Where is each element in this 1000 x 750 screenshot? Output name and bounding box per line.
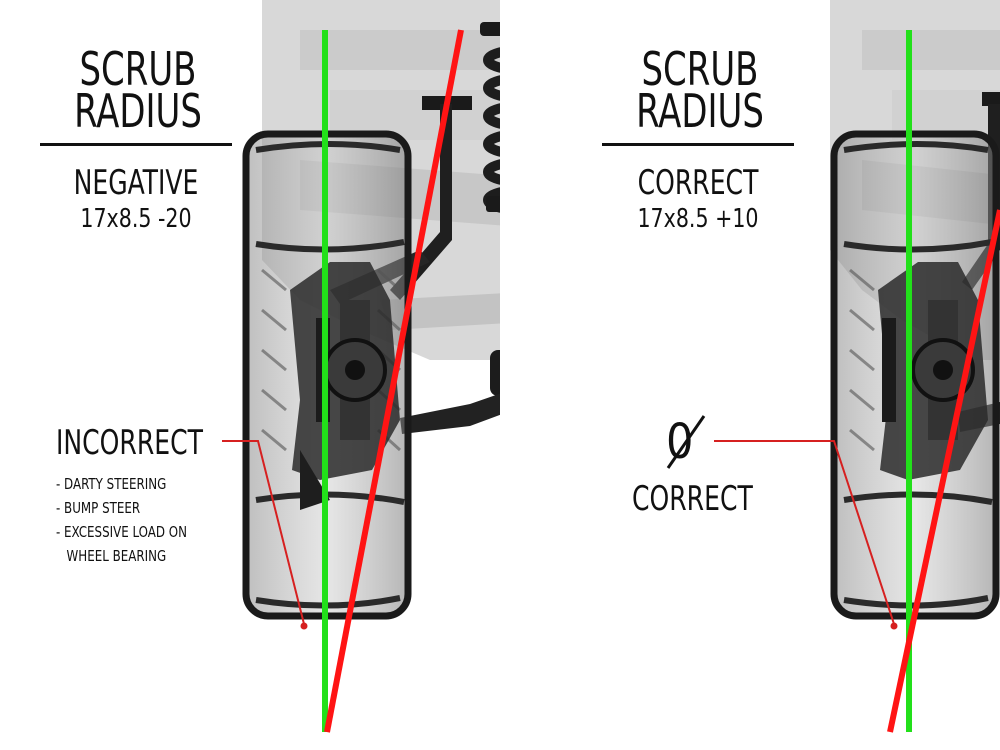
zero-scrub-symbol: 0	[666, 418, 726, 466]
right-suspension-illustration	[714, 0, 1000, 733]
steering-axis-line	[324, 29, 464, 733]
left-title-line1: SCRUB	[79, 42, 197, 96]
callout-leader-line	[714, 440, 895, 625]
left-title-line2: RADIUS	[74, 84, 202, 138]
effect-item: - BUMP STEER	[56, 499, 141, 517]
zero-digit: 0	[666, 414, 694, 470]
effect-item: WHEEL BEARING	[66, 547, 167, 565]
correct-callout-label: CORRECT	[632, 479, 753, 519]
wheel-hub-knuckle	[290, 262, 400, 510]
zero-slash-mark	[666, 415, 706, 469]
right-title-line2: RADIUS	[636, 84, 764, 138]
callout-dot	[300, 622, 308, 630]
steering-axis-line	[887, 209, 1000, 733]
left-suspension-illustration	[222, 0, 500, 733]
right-title-divider	[602, 143, 794, 146]
right-title-line1: SCRUB	[641, 42, 759, 96]
effect-item: - DARTY STEERING	[56, 475, 167, 493]
left-offset-type: NEGATIVE	[73, 163, 199, 203]
effect-item: - EXCESSIVE LOAD ON	[56, 523, 188, 541]
wheel-hub-knuckle	[878, 262, 988, 480]
callout-leader-line	[222, 440, 305, 625]
right-offset-type: CORRECT	[637, 163, 759, 203]
left-wheel-spec: 17x8.5 -20	[80, 204, 192, 234]
right-wheel-spec: 17x8.5 +10	[637, 204, 759, 234]
left-title-divider	[40, 143, 232, 146]
right-panel: SCRUB RADIUS CORRECT 17x8.5 +10 0 CORREC…	[562, 0, 1000, 750]
coil-spring-shock	[480, 22, 500, 396]
effects-list: - DARTY STEERING - BUMP STEER - EXCESSIV…	[56, 472, 187, 568]
incorrect-label: INCORRECT	[56, 423, 203, 463]
callout-dot	[890, 622, 898, 630]
left-panel: SCRUB RADIUS NEGATIVE 17x8.5 -20 INCORRE…	[40, 0, 500, 733]
